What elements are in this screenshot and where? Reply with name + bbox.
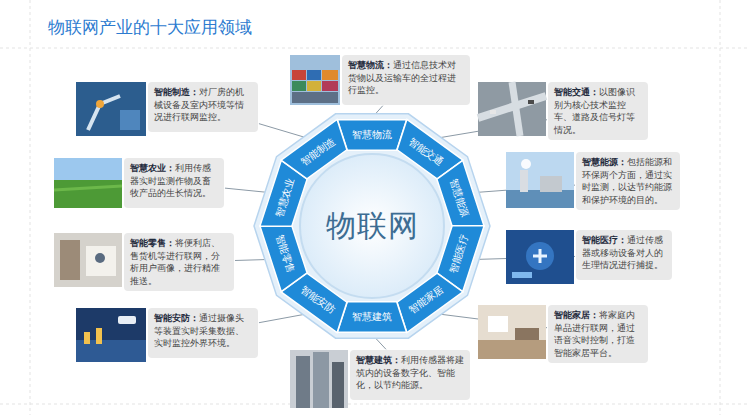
application-card: 智能家居：将家庭内单品进行联网，通过语音实时控制，打造智能家居平台。	[548, 305, 648, 363]
guide-lines-part	[0, 48, 750, 49]
security-photo	[76, 308, 146, 362]
application-card: 智慧能源：包括能源和环保两个方面，通过实时监测，以达节约能源和保护环境的目的。	[576, 152, 680, 210]
segment-label: 智慧建筑	[352, 310, 392, 324]
energy-photo-part	[540, 176, 562, 192]
guide-lines-part	[0, 404, 750, 405]
traffic-photo-part	[490, 110, 496, 114]
leader-line	[235, 259, 269, 260]
retail-photo-part	[86, 246, 116, 276]
agriculture-photo-part	[54, 180, 122, 208]
manufacturing-photo-part	[96, 100, 104, 108]
security-photo-part	[84, 332, 90, 344]
manufacturing-photo-part	[76, 82, 146, 136]
ring-segment: 智慧建筑	[336, 301, 408, 333]
security-photo-part	[76, 308, 146, 362]
segment-fill	[260, 217, 310, 292]
logistics-photo-part	[307, 81, 321, 91]
smart-home-photo-part	[488, 316, 508, 332]
logistics-photo-part	[322, 70, 338, 80]
segment-fill	[337, 302, 406, 332]
smart-home-photo-part	[478, 305, 546, 359]
building-photo-part	[290, 350, 348, 408]
card-heading: 智能安防：	[154, 313, 199, 323]
building-photo-part	[296, 356, 310, 408]
energy-photo	[506, 152, 574, 208]
iot-hub: 物联网智慧物流智能交通智慧能源智能医疗智能家居智慧建筑智能安防智能零售智慧农业智…	[252, 106, 492, 346]
medical-photo-part	[512, 272, 532, 278]
application-card: 智慧建筑：利用传感器将建筑内的设备数字化、智能化，以节约能源。	[350, 350, 470, 400]
application-card: 智能交通：以图像识别为核心技术监控车、道路及信号灯等情况。	[548, 82, 648, 140]
card-heading: 智能医疗：	[582, 235, 627, 245]
application-card: 智能零售：将便利店、售货机等进行联网，分析用户画像，进行精准推送。	[124, 233, 234, 291]
security-photo-part	[118, 316, 136, 324]
hub-center-circle	[300, 154, 444, 298]
logistics-photo-part	[307, 70, 321, 80]
manufacturing-photo-part	[120, 110, 140, 130]
agriculture-photo	[54, 158, 122, 208]
application-card: 智慧物流：通过信息技术对货物以及运输车的全过程进行监控。	[342, 55, 470, 105]
card-heading: 智慧农业：	[130, 163, 175, 173]
card-heading: 智能零售：	[130, 238, 175, 248]
segment-fill	[434, 160, 484, 235]
card-heading: 智慧物流：	[348, 60, 393, 70]
retail-photo-part	[95, 253, 105, 263]
security-photo-part	[96, 328, 102, 344]
card-heading: 智慧能源：	[582, 157, 627, 167]
traffic-photo-part	[478, 82, 546, 136]
smart-home-photo	[478, 305, 546, 359]
agriculture-photo-part	[54, 158, 122, 180]
retail-photo	[54, 233, 122, 287]
medical-photo-part	[533, 249, 547, 263]
hub-outline	[254, 114, 490, 338]
logistics-photo-part	[322, 81, 338, 91]
smart-home-photo-part	[478, 340, 546, 359]
medical-photo-part	[526, 242, 554, 270]
agriculture-photo-part	[54, 186, 122, 190]
medical-photo-part	[506, 230, 574, 284]
segment-fill	[337, 119, 406, 149]
application-card: 智能安防：通过摄像头等装置实时采集数据、实时监控外界环境。	[148, 308, 258, 358]
logistics-photo-part	[292, 81, 306, 91]
logistics-photo-part	[292, 70, 306, 80]
energy-photo-part	[506, 190, 574, 208]
traffic-photo-part	[528, 100, 534, 104]
page-title: 物联网产业的十大应用领域	[48, 16, 252, 39]
guide-lines-part	[720, 0, 721, 415]
card-heading: 智能家居：	[554, 310, 599, 320]
card-heading: 智能交通：	[554, 87, 599, 97]
energy-photo-part	[520, 170, 528, 192]
application-card: 智能医疗：通过传感器或移动设备对人的生理情况进行捕捉。	[576, 230, 672, 280]
building-photo-part	[313, 352, 329, 408]
energy-photo-part	[521, 159, 531, 169]
logistics-photo	[290, 55, 340, 105]
leader-line	[259, 124, 308, 139]
guide-lines-part	[30, 0, 31, 415]
leader-line	[259, 314, 308, 323]
application-card: 智能制造：对厂房的机械设备及室内环境等情况进行联网监控。	[148, 82, 258, 132]
application-card: 智慧农业：利用传感器实时监测作物及畜牧产品的生长情况。	[124, 158, 224, 208]
card-heading: 智能制造：	[154, 87, 199, 97]
logistics-photo-part	[290, 55, 340, 105]
manufacturing-photo	[76, 82, 146, 136]
retail-photo-part	[54, 233, 122, 287]
traffic-photo	[478, 82, 546, 136]
hub-label: 物联网	[326, 206, 419, 247]
manufacturing-photo-part	[88, 96, 120, 130]
retail-photo-part	[60, 240, 80, 280]
building-photo-part	[332, 362, 344, 408]
ring-segment: 智慧物流	[336, 119, 408, 151]
building-photo	[290, 350, 348, 408]
traffic-photo-part	[512, 82, 520, 136]
medical-photo	[506, 230, 574, 284]
card-heading: 智慧建筑：	[356, 355, 401, 365]
smart-home-photo-part	[515, 328, 539, 340]
leader-line	[225, 188, 269, 192]
segment-label: 智慧物流	[352, 128, 392, 142]
energy-photo-part	[506, 152, 574, 208]
segment-fill	[281, 119, 355, 184]
logistics-photo-part	[292, 92, 338, 103]
